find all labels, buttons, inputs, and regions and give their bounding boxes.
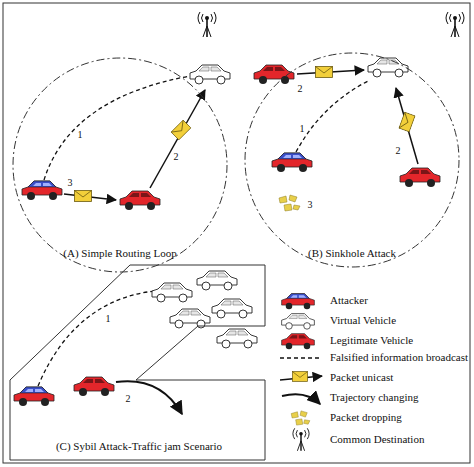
legend-text: Trajectory changing — [330, 391, 419, 403]
range-circle — [13, 58, 227, 272]
falsified-broadcast — [296, 80, 370, 152]
legend-text: Attacker — [330, 294, 368, 306]
legend-drop-icon — [291, 411, 310, 425]
legend-dashed-line — [280, 357, 322, 358]
figure-frame — [3, 3, 470, 463]
packet-envelope — [316, 67, 333, 78]
callout-number: 2 — [396, 145, 401, 156]
road-outline — [10, 265, 265, 460]
legitimate-vehicle — [120, 191, 160, 210]
legend-text: Common Destination — [330, 433, 424, 445]
panel-caption: (C) Sybil Attack-Traffic jam Scenario — [8, 440, 270, 452]
attacker-vehicle — [22, 181, 62, 200]
unicast-arrow — [396, 88, 418, 164]
panel-outline — [8, 262, 270, 462]
virtual-vehicle — [190, 65, 230, 84]
falsified-broadcast — [38, 290, 170, 386]
packet-envelope — [399, 112, 415, 132]
packet-envelope — [75, 191, 92, 202]
antenna-symbol — [198, 12, 216, 37]
virtual-vehicle — [152, 283, 192, 302]
legitimate-vehicle — [74, 377, 114, 396]
antenna-symbol — [446, 12, 464, 37]
legitimate-vehicle — [400, 168, 440, 187]
falsified-broadcast — [44, 76, 190, 180]
legend-envelope — [292, 372, 307, 382]
virtual-vehicle — [368, 58, 408, 77]
callout-number: 2 — [126, 393, 131, 404]
callout-number: 1 — [78, 129, 83, 140]
legend-virtual-icon — [282, 314, 315, 330]
legend-text: Legitimate Vehicle — [330, 334, 413, 346]
legend-text: Packet unicast — [330, 371, 393, 383]
panel-outline — [12, 57, 228, 273]
attacker-vehicle — [14, 387, 54, 406]
legend-text: Packet dropping — [330, 411, 402, 423]
unicast-arrow — [150, 90, 205, 188]
virtual-vehicle — [197, 271, 237, 290]
legend-text: Virtual Vehicle — [330, 314, 396, 326]
callout-number: 1 — [106, 313, 111, 324]
packet-envelope — [171, 120, 191, 140]
range-circle — [245, 53, 459, 267]
attacker-vehicle — [272, 153, 312, 172]
callout-number: 3 — [68, 177, 73, 188]
panel-circle: (A) Simple Routing Loop — [12, 57, 228, 273]
panel-circle: (B) Sinkhole Attack — [244, 52, 460, 268]
callout-number: 2 — [174, 151, 179, 162]
virtual-vehicle — [212, 299, 252, 318]
legend-legit-icon — [282, 334, 315, 350]
callout-number: 3 — [308, 199, 313, 210]
callout-number: 1 — [300, 123, 305, 134]
callout-number: 2 — [298, 83, 303, 94]
panel-road: (C) Sybil Attack-Traffic jam Scenario — [8, 262, 270, 462]
legend-trajectory-arrow — [282, 394, 320, 404]
packet-dropping — [279, 195, 300, 211]
panel-caption: (B) Sinkhole Attack — [244, 247, 460, 259]
legend-attacker-icon — [282, 294, 315, 310]
virtual-vehicle — [217, 329, 257, 348]
trajectory-arrow — [116, 381, 182, 414]
virtual-vehicle — [170, 309, 210, 328]
legend-antenna-icon — [293, 428, 309, 451]
panel-caption: (A) Simple Routing Loop — [12, 247, 228, 259]
panel-outline — [244, 52, 460, 268]
legend-text: Falsified information broadcast — [330, 351, 468, 363]
